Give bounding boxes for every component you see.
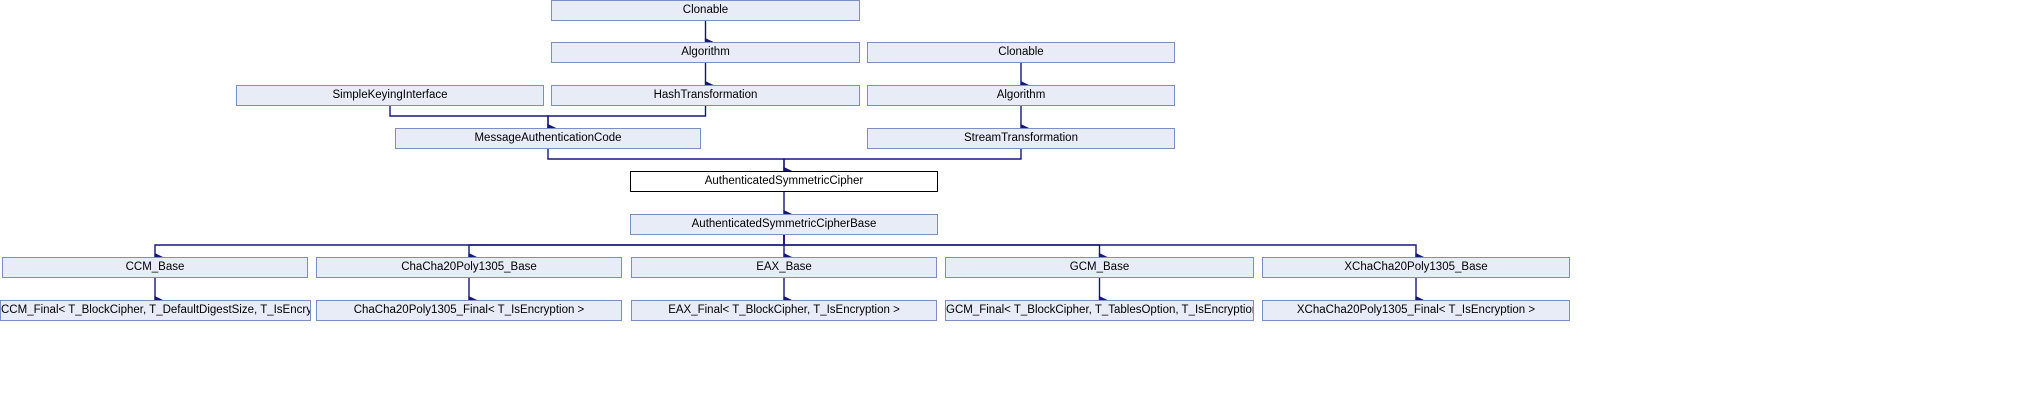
inherit-edge-ascbase-to-xchacha_base	[783, 235, 1424, 262]
inherit-edge-ascbase-to-ccm_base	[154, 235, 785, 262]
class-node-ascbase[interactable]: AuthenticatedSymmetricCipherBase	[630, 214, 938, 235]
inherit-edge-mac-to-asc	[547, 149, 792, 176]
class-node-clonable_r[interactable]: Clonable	[867, 42, 1175, 63]
class-node-clonable_top[interactable]: Clonable	[551, 0, 860, 21]
class-node-xchacha_final[interactable]: XChaCha20Poly1305_Final< T_IsEncryption …	[1262, 300, 1570, 321]
inherit-edge-streamtransform-to-asc	[783, 149, 1022, 176]
inherit-edge-simplekeying-to-mac	[389, 106, 556, 133]
class-node-eax_base[interactable]: EAX_Base	[631, 257, 937, 278]
class-node-hashtransform[interactable]: HashTransformation	[551, 85, 860, 106]
class-node-mac[interactable]: MessageAuthenticationCode	[395, 128, 701, 149]
class-node-algorithm_l[interactable]: Algorithm	[551, 42, 860, 63]
class-node-chacha_base[interactable]: ChaCha20Poly1305_Base	[316, 257, 622, 278]
class-node-xchacha_base[interactable]: XChaCha20Poly1305_Base	[1262, 257, 1570, 278]
class-node-algorithm_r[interactable]: Algorithm	[867, 85, 1175, 106]
inherit-edge-hashtransform-to-mac	[547, 106, 707, 133]
inherit-edge-ascbase-to-gcm_base	[783, 235, 1108, 262]
class-node-eax_final[interactable]: EAX_Final< T_BlockCipher, T_IsEncryption…	[631, 300, 937, 321]
class-node-ccm_base[interactable]: CCM_Base	[2, 257, 308, 278]
class-node-streamtransform[interactable]: StreamTransformation	[867, 128, 1175, 149]
class-node-ccm_final[interactable]: CCM_Final< T_BlockCipher, T_DefaultDiges…	[0, 300, 311, 321]
inherit-edge-ascbase-to-chacha_base	[468, 235, 785, 262]
class-node-chacha_final[interactable]: ChaCha20Poly1305_Final< T_IsEncryption >	[316, 300, 622, 321]
class-node-simplekeying[interactable]: SimpleKeyingInterface	[236, 85, 544, 106]
class-node-asc[interactable]: AuthenticatedSymmetricCipher	[630, 171, 938, 192]
class-node-gcm_base[interactable]: GCM_Base	[945, 257, 1254, 278]
class-node-gcm_final[interactable]: GCM_Final< T_BlockCipher, T_TablesOption…	[945, 300, 1254, 321]
